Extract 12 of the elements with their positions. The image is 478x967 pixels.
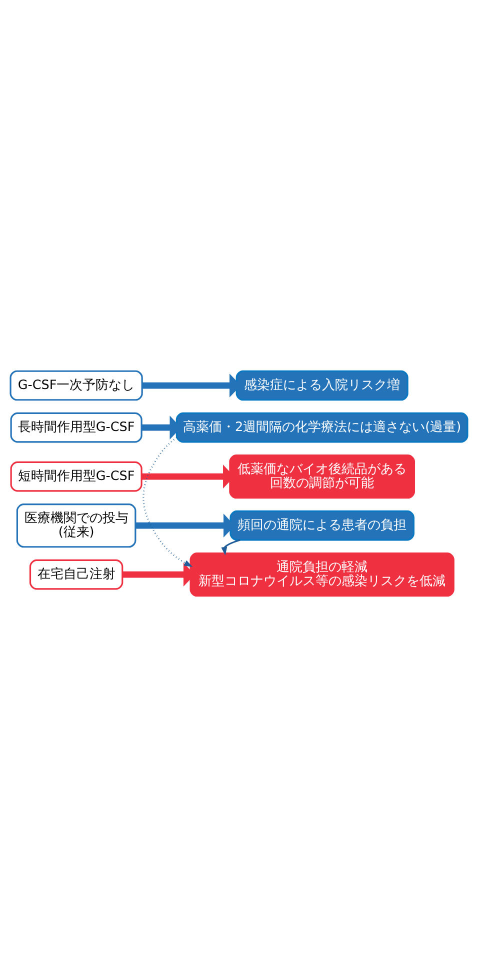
node-box: 在宅自己注射 bbox=[29, 559, 124, 590]
arrow bbox=[221, 539, 240, 556]
node-box: 高薬価・2週間隔の化学療法には適さない(過量) bbox=[176, 412, 468, 443]
arrow bbox=[142, 437, 193, 567]
node-box: 長時間作用型G-CSF bbox=[10, 412, 142, 443]
node-box: 短時間作用型G-CSF bbox=[10, 461, 142, 492]
node-box: 頻回の通院による患者の負担 bbox=[230, 510, 414, 541]
node-box: 医療機関での投与 (従来) bbox=[16, 503, 136, 548]
node-box: G-CSF一次予防なし bbox=[10, 370, 143, 401]
node-box: 通院負担の軽減 新型コロナウイルス等の感染リスクを低減 bbox=[190, 552, 454, 597]
node-box: 感染症による入院リスク増 bbox=[236, 370, 408, 401]
node-box: 低薬価なバイオ後続品がある 回数の調節が可能 bbox=[229, 454, 415, 499]
